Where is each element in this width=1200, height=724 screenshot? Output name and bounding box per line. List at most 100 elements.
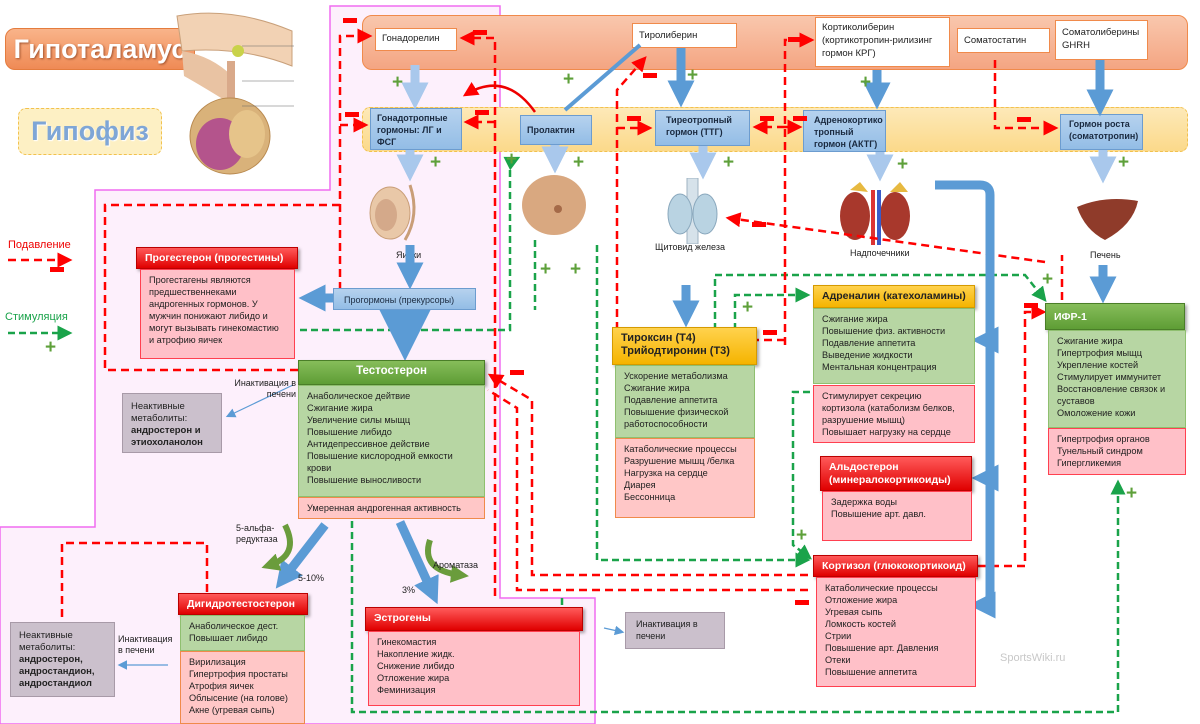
progesterone-header: Прогестерон (прогестины) [136, 247, 298, 269]
list-item: Ментальная концентрация [822, 362, 937, 372]
list-item: Вирилизация [189, 657, 246, 667]
list-item: Укрепление костей [1057, 360, 1139, 370]
minus-icon [343, 18, 357, 23]
list-item: Катаболические процессы [624, 444, 737, 454]
plus-icon: + [687, 65, 699, 86]
stimulation-line [791, 390, 812, 560]
list-item: Подавление аппетита [822, 338, 916, 348]
list-item: Повышение кислородной емкости крови [307, 451, 453, 473]
list-item: Бессонница [624, 492, 676, 502]
suppression-line [60, 541, 209, 620]
liver-label: Печень [1090, 250, 1121, 260]
minus-icon [795, 600, 809, 605]
flow-arrow [563, 43, 642, 112]
list-item: Омоложение кожи [1057, 408, 1136, 418]
list-item: Умеренная андрогенная активность [307, 503, 461, 513]
list-item: Угревая сыпь [825, 607, 883, 617]
minus-icon [760, 116, 774, 121]
list-item: Разрушение мышц /белка [624, 456, 735, 466]
gonadotropic-box: Гонадотропные гормоны: ЛГ и ФСГ [370, 108, 462, 150]
aromatase-arrow [425, 539, 469, 583]
list-item: Повышение выносливости [307, 475, 422, 485]
list-item: Ломкость костей [825, 619, 897, 629]
testosterone-header: Тестостерон [298, 360, 485, 385]
list-item: Сжигание жира [822, 314, 888, 324]
list-item: Диарея [624, 480, 656, 490]
five-alpha-percent: 5-10% [298, 573, 325, 583]
list-item: Нагрузка на сердце [624, 468, 708, 478]
inactivation-arrows [117, 384, 625, 670]
list-item: Катаболические процессы [825, 583, 938, 593]
minus-icon [345, 112, 359, 117]
suppression-line [459, 30, 497, 596]
aromatase-percent: 3% [402, 585, 416, 595]
list-item: Накопление жидк. [377, 649, 455, 659]
list-item: Феминизация [377, 685, 436, 695]
minus-icon [473, 30, 487, 35]
list-item: Отложение жира [825, 595, 898, 605]
list-item: Гипергликемия [1057, 458, 1122, 468]
dht-header: Дигидротестостерон [178, 593, 308, 615]
list-item: Повышение либидо [307, 427, 392, 437]
legend-suppression-label: Подавление [8, 239, 71, 251]
plus-icon: + [563, 69, 575, 90]
list-item: Повышение аппетита [825, 667, 917, 677]
prolactin-box: Пролактин [520, 115, 592, 145]
inactivation-label-1: Инактивация в печени [234, 378, 296, 399]
cortisol-header: Кортизол (глюкокортикоид) [813, 555, 978, 577]
plus-icon: + [430, 152, 442, 173]
plus-icon: + [506, 149, 518, 170]
somatoliberin-box: Соматолиберины GHRH [1055, 20, 1148, 60]
suppression-line [993, 60, 1059, 136]
legend-stimulation-label: Стимуляция [5, 311, 68, 323]
suppression-line [615, 56, 647, 330]
list-item: Гинекомастия [377, 637, 437, 647]
plus-icon: + [723, 152, 735, 173]
plus-icon: + [1118, 152, 1130, 173]
progesterone-text: Прогестагены являются предшественнеками … [140, 269, 295, 359]
plus-icon: + [540, 259, 552, 280]
plus-icon: + [796, 525, 808, 546]
suppression-line [783, 32, 815, 345]
inactivation-label-2: Инактивация в печени [118, 634, 173, 655]
adrenals-label: Надпочечники [850, 248, 910, 258]
testes-image [369, 184, 416, 241]
acth-box: Адренокортико тропный гормон (АКТГ) [803, 110, 886, 152]
list-item: Отеки [825, 655, 851, 665]
list-item: Подавление аппетита [624, 395, 718, 405]
list-item: Повышение арт. давл. [831, 509, 926, 519]
plus-icon: + [1126, 483, 1138, 504]
aromatase-label: Ароматаза [433, 560, 479, 570]
list-item: Повышает либидо [189, 633, 268, 643]
flow-arrow [395, 520, 439, 605]
stimulation-line [595, 245, 811, 568]
minus-icon [475, 110, 489, 115]
enzyme-arrows [261, 523, 469, 583]
suppression-line [338, 28, 373, 290]
minus-icon [643, 73, 657, 78]
thyroxine-header: Тироксин (Т4) Трийодтиронин (Т3) [612, 327, 757, 365]
estrogens-header: Эстрогены [365, 607, 583, 631]
list-item: Антидепрессивное действие [307, 439, 430, 449]
thyroid-image [667, 178, 718, 244]
metabolites-names: андростерон, андростандион, андростандио… [19, 654, 95, 689]
inactive-metabolites-1: Неактивные метаболиты: андростерон и эти… [122, 393, 222, 453]
minus-icon [788, 37, 802, 42]
list-item: Сжигание жира [1057, 336, 1123, 346]
list-item: Отложение жира [377, 673, 450, 683]
metabolites-label: Неактивные метаболиты: [131, 401, 188, 424]
somatostatin-box: Соматостатин [957, 28, 1050, 53]
minus-icon [1017, 117, 1031, 122]
list-item: Повышение физической работоспособности [624, 407, 729, 429]
inactive-metabolites-2: Неактивные метаболиты: андростерон, андр… [10, 622, 115, 697]
minus-icon [510, 370, 524, 375]
dht-effects: Анаболическое дест.Повышает либидо [180, 615, 305, 651]
metabolites-names: андростерон и этиохоланолон [131, 425, 203, 448]
